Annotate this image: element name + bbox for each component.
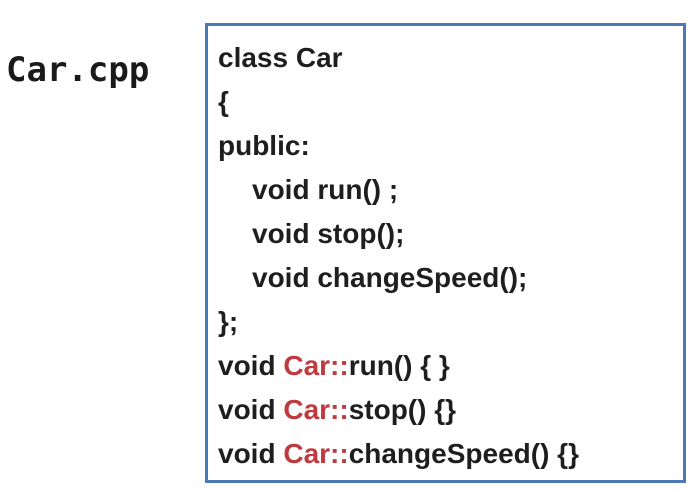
return-type: void (218, 438, 284, 469)
return-type: void (218, 394, 284, 425)
scope-qualifier: Car:: (283, 350, 349, 381)
code-box: class Car { public: void run() ; void st… (205, 23, 686, 483)
method-signature: changeSpeed() {} (348, 438, 579, 469)
method-signature: stop() {} (348, 394, 457, 425)
method-definition-line: void Car::run() { } (218, 344, 579, 388)
scope-qualifier: Car:: (283, 438, 349, 469)
method-definition-line: void Car::changeSpeed() {} (218, 432, 579, 476)
method-signature: run() { } (348, 350, 450, 381)
method-definition-line: void Car::stop() {} (218, 388, 579, 432)
return-type: void (218, 350, 284, 381)
scope-qualifier: Car:: (283, 394, 349, 425)
code-block: class Car { public: void run() ; void st… (218, 36, 579, 476)
member-declaration-line: void run() ; (252, 174, 399, 205)
member-declaration-line: void stop(); (252, 218, 405, 249)
filename-label: Car.cpp (6, 50, 150, 90)
access-specifier-line: public: (218, 130, 310, 161)
open-brace-line: { (218, 86, 229, 117)
close-brace-line: }; (218, 306, 239, 337)
class-declaration-line: class Car (218, 42, 343, 73)
member-declaration-line: void changeSpeed(); (252, 262, 528, 293)
